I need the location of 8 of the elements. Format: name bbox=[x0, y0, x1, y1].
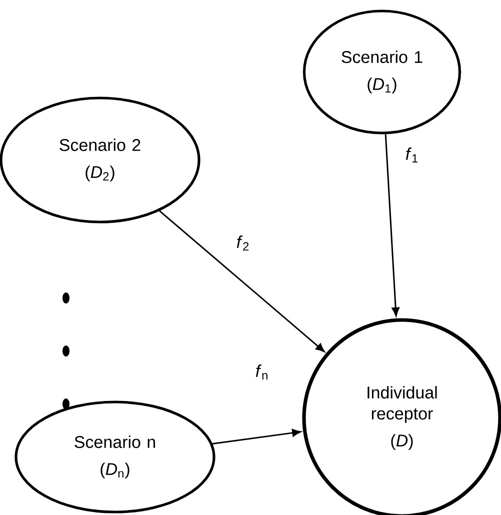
edge-label: f$_{n}$ bbox=[256, 364, 268, 380]
edge-label: f$_{2}$ bbox=[236, 236, 249, 250]
arrow bbox=[212, 428, 302, 444]
arrow bbox=[384, 134, 400, 316]
arrow bbox=[159, 210, 325, 352]
ellipse-node: Scenario n (D$_{n}$) bbox=[14, 400, 216, 514]
ellipse-node: Scenario 1 (D$_{1}$) bbox=[302, 10, 462, 134]
edge-label: f$_{1}$ bbox=[406, 148, 418, 162]
